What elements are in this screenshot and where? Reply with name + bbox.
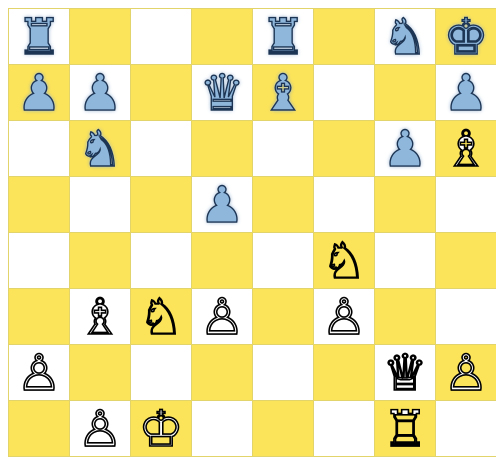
black-pawn-piece[interactable]: ♟ [200,180,245,230]
square-c6[interactable] [131,121,192,177]
square-a4[interactable] [9,233,70,289]
white-pawn-piece[interactable]: ♙ [78,404,123,454]
white-knight-piece[interactable]: ♘ [322,236,367,286]
square-f8[interactable] [314,9,375,65]
square-a7[interactable]: ♟ [9,65,70,121]
square-a2[interactable]: ♙ [9,345,70,401]
square-a3[interactable] [9,289,70,345]
square-e7[interactable]: ♝ [253,65,314,121]
square-b7[interactable]: ♟ [70,65,131,121]
square-f3[interactable]: ♙ [314,289,375,345]
square-h4[interactable] [436,233,496,289]
white-pawn-piece[interactable]: ♙ [200,292,245,342]
square-a1[interactable] [9,401,70,457]
square-h2[interactable]: ♙ [436,345,496,401]
square-d2[interactable] [192,345,253,401]
white-bishop-piece[interactable]: ♗ [444,124,489,174]
square-g4[interactable] [375,233,436,289]
square-b2[interactable] [70,345,131,401]
square-g5[interactable] [375,177,436,233]
black-pawn-piece[interactable]: ♟ [444,68,489,118]
square-b5[interactable] [70,177,131,233]
square-e3[interactable] [253,289,314,345]
white-pawn-piece[interactable]: ♙ [322,292,367,342]
black-knight-piece[interactable]: ♞ [383,12,428,62]
square-a6[interactable] [9,121,70,177]
black-pawn-piece[interactable]: ♟ [17,68,62,118]
square-a5[interactable] [9,177,70,233]
square-g8[interactable]: ♞ [375,9,436,65]
chess-board: ♜ ♜ ♞ ♚ ♟ ♟ ♛ ♝ ♟ ♞ ♟ ♗ ♟ ♘ ♗ ♘ ♙ ♙ ♙ ♕ ♙ ♙ ♔ ♖ [8,8,496,457]
square-d4[interactable] [192,233,253,289]
square-e5[interactable] [253,177,314,233]
white-pawn-piece[interactable]: ♙ [444,348,489,398]
square-d7[interactable]: ♛ [192,65,253,121]
square-f5[interactable] [314,177,375,233]
square-d1[interactable] [192,401,253,457]
square-h8[interactable]: ♚ [436,9,496,65]
white-rook-piece[interactable]: ♖ [383,404,428,454]
square-g2[interactable]: ♕ [375,345,436,401]
square-d6[interactable] [192,121,253,177]
black-rook-piece[interactable]: ♜ [261,12,306,62]
square-d5[interactable]: ♟ [192,177,253,233]
square-g3[interactable] [375,289,436,345]
square-f2[interactable] [314,345,375,401]
square-c8[interactable] [131,9,192,65]
square-a8[interactable]: ♜ [9,9,70,65]
square-e4[interactable] [253,233,314,289]
square-h5[interactable] [436,177,496,233]
white-queen-piece[interactable]: ♕ [383,348,428,398]
square-c5[interactable] [131,177,192,233]
square-c4[interactable] [131,233,192,289]
black-pawn-piece[interactable]: ♟ [78,68,123,118]
square-g7[interactable] [375,65,436,121]
black-knight-piece[interactable]: ♞ [78,124,123,174]
white-pawn-piece[interactable]: ♙ [17,348,62,398]
square-c7[interactable] [131,65,192,121]
square-g6[interactable]: ♟ [375,121,436,177]
square-b1[interactable]: ♙ [70,401,131,457]
square-h1[interactable] [436,401,496,457]
white-knight-piece[interactable]: ♘ [139,292,184,342]
black-rook-piece[interactable]: ♜ [17,12,62,62]
square-h7[interactable]: ♟ [436,65,496,121]
square-b4[interactable] [70,233,131,289]
square-b6[interactable]: ♞ [70,121,131,177]
black-queen-piece[interactable]: ♛ [200,68,245,118]
square-e8[interactable]: ♜ [253,9,314,65]
square-g1[interactable]: ♖ [375,401,436,457]
square-f7[interactable] [314,65,375,121]
square-e2[interactable] [253,345,314,401]
white-bishop-piece[interactable]: ♗ [78,292,123,342]
square-h6[interactable]: ♗ [436,121,496,177]
white-king-piece[interactable]: ♔ [139,404,184,454]
square-d8[interactable] [192,9,253,65]
square-f1[interactable] [314,401,375,457]
square-f4[interactable]: ♘ [314,233,375,289]
square-b3[interactable]: ♗ [70,289,131,345]
square-c1[interactable]: ♔ [131,401,192,457]
square-f6[interactable] [314,121,375,177]
black-pawn-piece[interactable]: ♟ [383,124,428,174]
square-c3[interactable]: ♘ [131,289,192,345]
square-e1[interactable] [253,401,314,457]
square-h3[interactable] [436,289,496,345]
square-b8[interactable] [70,9,131,65]
black-king-piece[interactable]: ♚ [444,12,489,62]
square-c2[interactable] [131,345,192,401]
square-e6[interactable] [253,121,314,177]
black-bishop-piece[interactable]: ♝ [261,68,306,118]
square-d3[interactable]: ♙ [192,289,253,345]
